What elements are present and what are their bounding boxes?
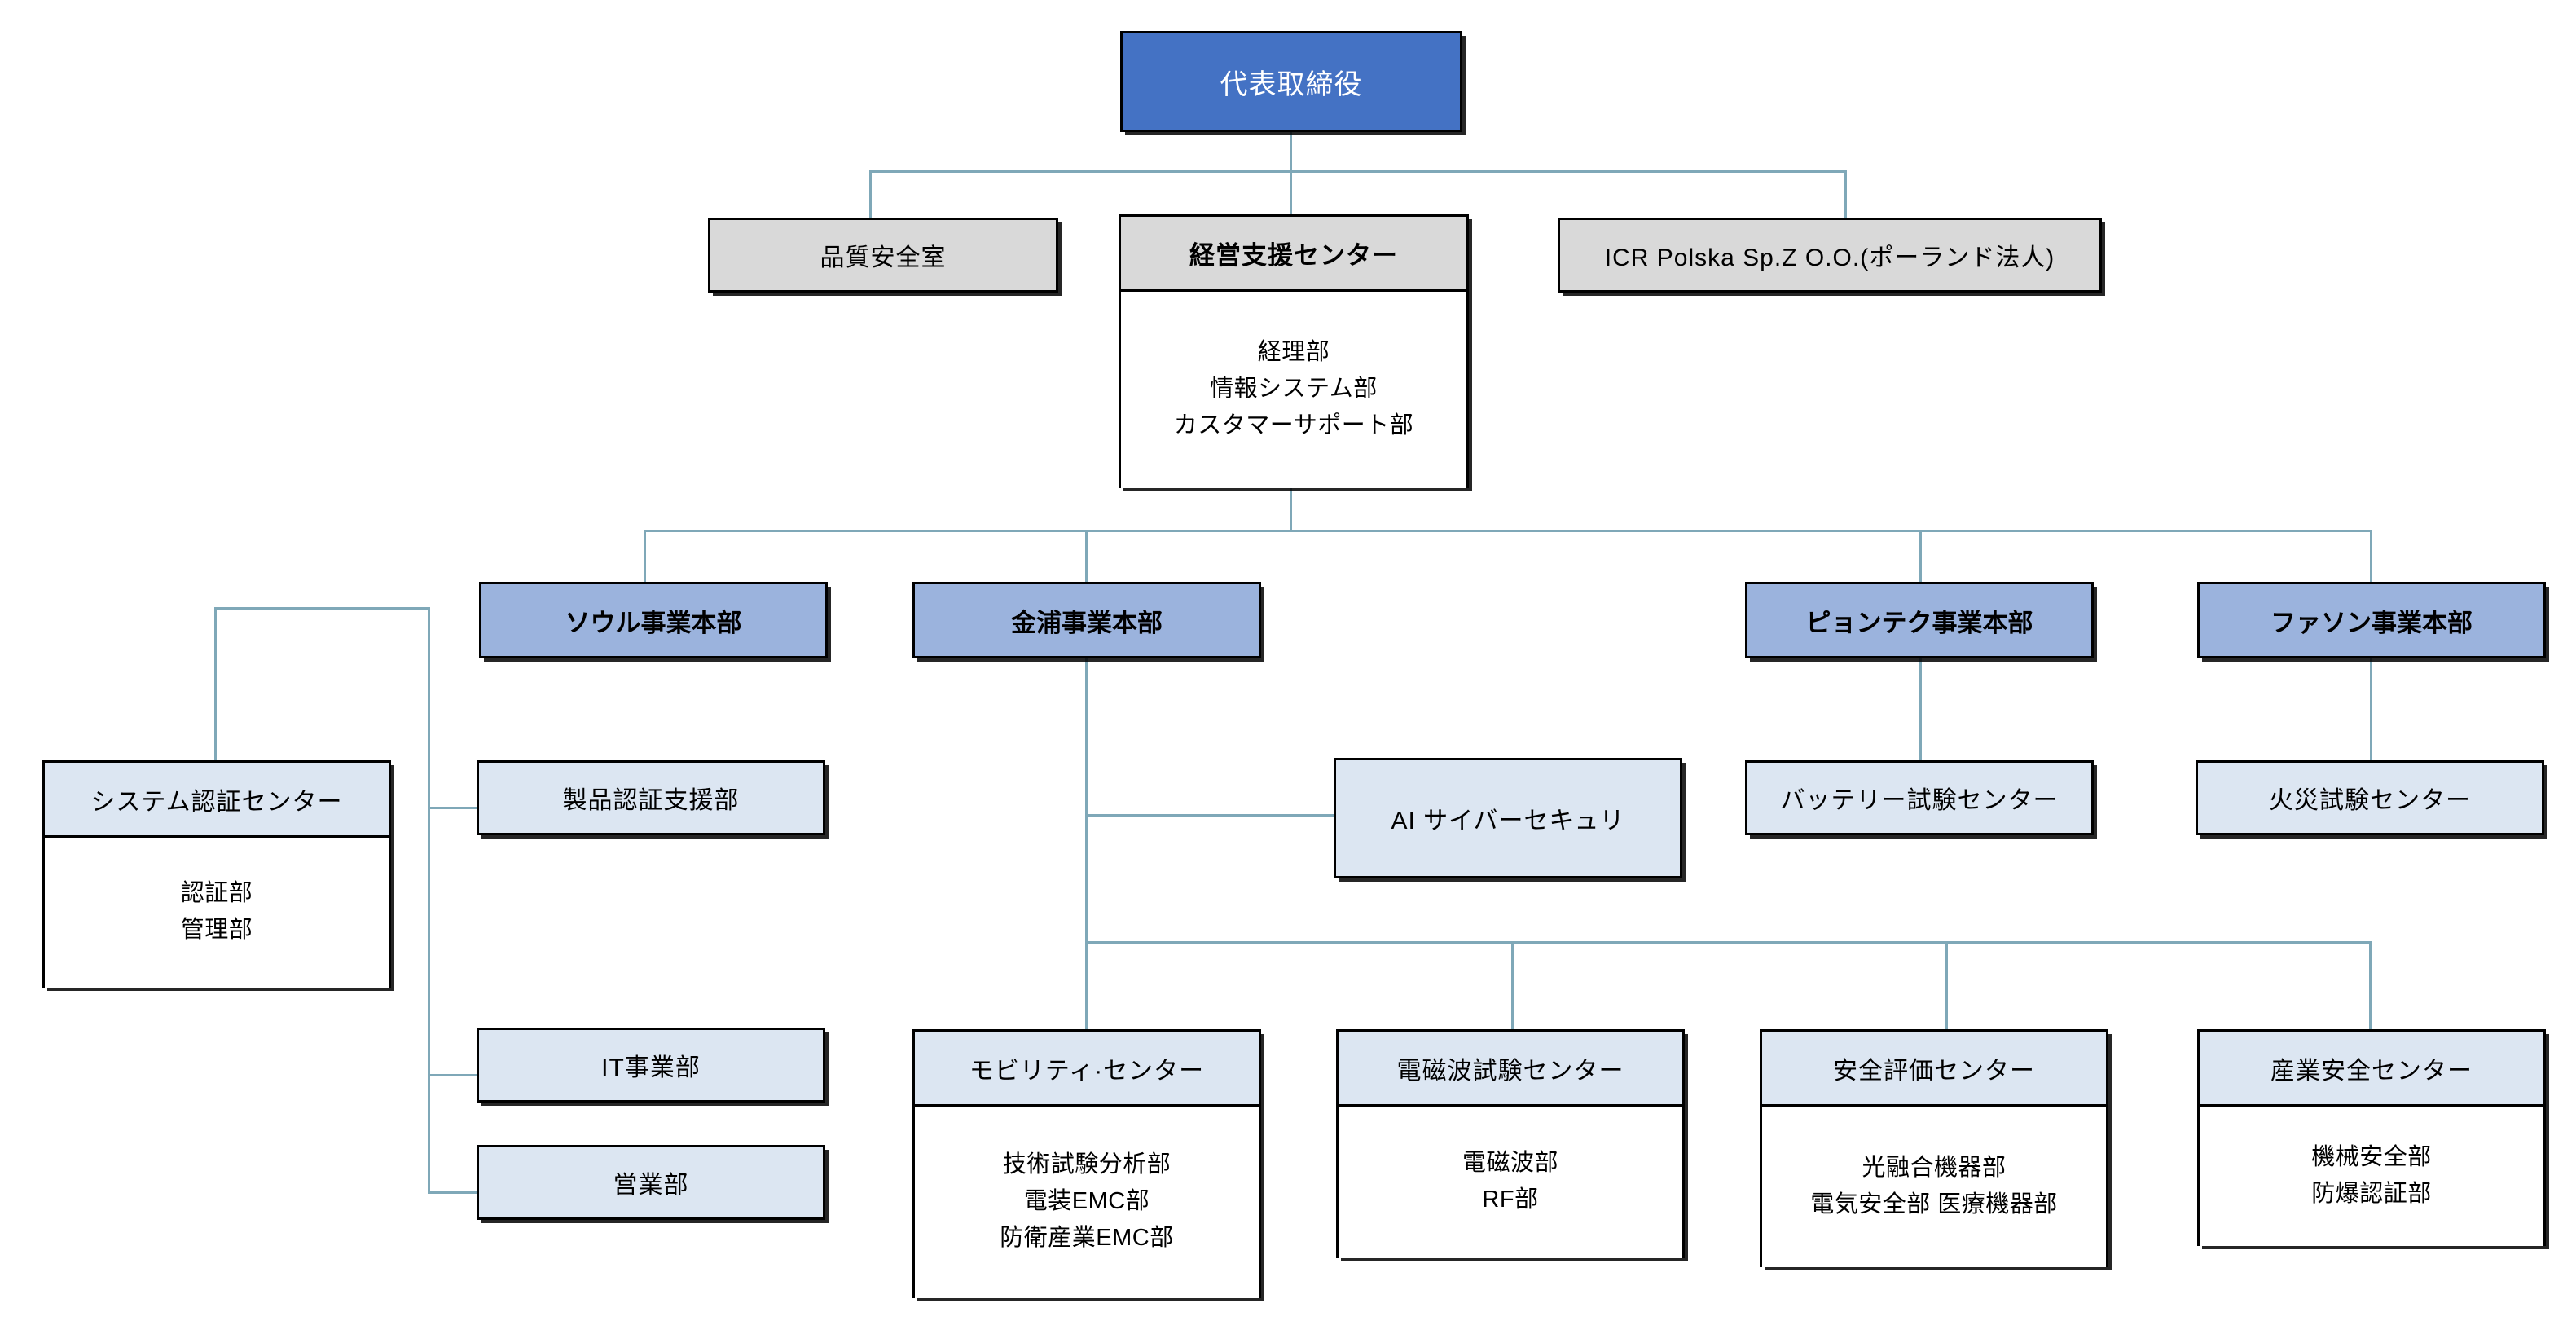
- sub-item: RF部: [1482, 1186, 1539, 1213]
- sub-item: 電磁波部: [1462, 1150, 1558, 1177]
- node-ceo-title: 代表取締役: [1220, 68, 1363, 100]
- sub-item: 光融合機器部: [1862, 1154, 2007, 1181]
- node-system-cert-center-title: システム認証センター: [45, 763, 389, 838]
- node-division-seoul-title: ソウル事業本部: [565, 608, 742, 637]
- sub-item: 機械安全部: [2311, 1143, 2432, 1170]
- node-system-cert-center[interactable]: システム認証センター 認証部 管理部: [42, 760, 391, 988]
- node-ai-cyber-security-title: AI サイバーセキュリ: [1391, 808, 1625, 834]
- node-icr-polska-title: ICR Polska Sp.Z O.O.(ポーランド法人): [1604, 244, 2055, 271]
- node-management-support-title: 経営支援センター: [1121, 217, 1466, 292]
- node-safety-eval-center-body: 光融合機器部 電気安全部 医療機器部: [1762, 1107, 2106, 1267]
- connector-to-battery-test-center: [1919, 658, 1922, 760]
- connector-to-mobility-center: [1085, 941, 1088, 1029]
- connector-seoul-spine: [428, 607, 430, 1194]
- node-quality-safety-title: 品質安全室: [820, 244, 947, 271]
- sub-item: 技術試験分析部: [1002, 1151, 1172, 1178]
- node-quality-safety[interactable]: 品質安全室: [708, 218, 1058, 293]
- node-ceo[interactable]: 代表取締役: [1120, 31, 1462, 132]
- connector-to-div-gimpo: [1085, 530, 1088, 583]
- node-division-gimpo-title: 金浦事業本部: [1011, 608, 1163, 637]
- connector-to-fire-test-center: [2370, 658, 2372, 760]
- node-division-hwaseong[interactable]: ファソン事業本部: [2197, 582, 2546, 658]
- node-mobility-center-body: 技術試験分析部 電装EMC部 防衛産業EMC部: [915, 1107, 1259, 1298]
- connector-to-sales-division: [428, 1191, 477, 1194]
- node-icr-polska[interactable]: ICR Polska Sp.Z O.O.(ポーランド法人): [1558, 218, 2102, 293]
- connector-to-management-support: [1290, 170, 1292, 221]
- connector-to-safety-eval-center: [1945, 941, 1948, 1029]
- connector-to-quality-safety: [869, 170, 872, 221]
- node-battery-test-center-title: バッテリー試験センター: [1780, 787, 2059, 814]
- node-division-pyeongtaek[interactable]: ピョンテク事業本部: [1745, 582, 2094, 658]
- connector-to-ai-cyber-security: [1085, 814, 1334, 817]
- sub-item: 経理部: [1257, 339, 1330, 366]
- connector-to-product-cert-support: [428, 807, 477, 809]
- node-industrial-safety-center-body: 機械安全部 防爆認証部: [2200, 1107, 2543, 1246]
- connector-seoul-to-left-spine: [214, 607, 430, 610]
- node-division-seoul[interactable]: ソウル事業本部: [479, 582, 828, 658]
- connector-ceo-down: [1290, 131, 1292, 172]
- node-emc-test-center-title: 電磁波試験センター: [1339, 1032, 1682, 1107]
- sub-item: カスタマーサポート部: [1173, 412, 1414, 438]
- connector-mgmt-down: [1290, 486, 1292, 531]
- connector-to-icr-polska: [1844, 170, 1847, 221]
- node-sales-division-title: 営業部: [613, 1172, 689, 1199]
- sub-item: 電気安全部 医療機器部: [1810, 1191, 2058, 1217]
- connector-level2-bus: [869, 170, 1847, 173]
- node-industrial-safety-center[interactable]: 産業安全センター 機械安全部 防爆認証部: [2197, 1029, 2546, 1246]
- connector-seoul-left-spine: [214, 607, 217, 762]
- node-fire-test-center-title: 火災試験センター: [2269, 787, 2471, 814]
- sub-item: 電装EMC部: [1023, 1188, 1150, 1215]
- node-industrial-safety-center-title: 産業安全センター: [2200, 1032, 2543, 1107]
- node-system-cert-center-body: 認証部 管理部: [45, 838, 389, 988]
- node-ai-cyber-security[interactable]: AI サイバーセキュリ: [1334, 758, 1682, 878]
- connector-gimpo-spine: [1085, 658, 1088, 1029]
- connector-to-industrial-safety-center: [2369, 941, 2372, 1029]
- node-sales-division[interactable]: 営業部: [477, 1145, 825, 1220]
- sub-item: 防爆認証部: [2311, 1180, 2432, 1207]
- node-product-cert-support[interactable]: 製品認証支援部: [477, 760, 825, 835]
- node-it-division[interactable]: IT事業部: [477, 1028, 825, 1103]
- node-it-division-title: IT事業部: [601, 1054, 701, 1081]
- sub-item: 認証部: [180, 880, 253, 907]
- connector-to-it-division: [428, 1074, 477, 1076]
- node-safety-eval-center[interactable]: 安全評価センター 光融合機器部 電気安全部 医療機器部: [1760, 1029, 2108, 1267]
- sub-item: 情報システム部: [1210, 376, 1378, 403]
- node-product-cert-support-title: 製品認証支援部: [562, 787, 740, 814]
- node-management-support-body: 経理部 情報システム部 カスタマーサポート部: [1121, 292, 1466, 488]
- connector-to-div-seoul: [644, 530, 646, 583]
- node-battery-test-center[interactable]: バッテリー試験センター: [1745, 760, 2094, 835]
- connector-center-bus: [1085, 941, 2371, 944]
- sub-item: 防衛産業EMC部: [1000, 1224, 1174, 1251]
- node-division-pyeongtaek-title: ピョンテク事業本部: [1805, 608, 2033, 637]
- node-mobility-center[interactable]: モビリティ·センター 技術試験分析部 電装EMC部 防衛産業EMC部: [912, 1029, 1261, 1298]
- sub-item: 管理部: [180, 917, 253, 943]
- node-safety-eval-center-title: 安全評価センター: [1762, 1032, 2106, 1107]
- connector-to-emc-test-center: [1511, 941, 1514, 1029]
- node-emc-test-center[interactable]: 電磁波試験センター 電磁波部 RF部: [1336, 1029, 1685, 1258]
- node-fire-test-center[interactable]: 火災試験センター: [2196, 760, 2544, 835]
- node-emc-test-center-body: 電磁波部 RF部: [1339, 1107, 1682, 1258]
- connector-division-bus: [644, 530, 2372, 532]
- node-management-support[interactable]: 経営支援センター 経理部 情報システム部 カスタマーサポート部: [1119, 214, 1469, 488]
- node-mobility-center-title: モビリティ·センター: [915, 1032, 1259, 1107]
- node-division-gimpo[interactable]: 金浦事業本部: [912, 582, 1261, 658]
- connector-to-div-hwaseong: [2370, 530, 2372, 583]
- connector-to-div-pyeongtaek: [1919, 530, 1922, 583]
- node-division-hwaseong-title: ファソン事業本部: [2270, 608, 2473, 637]
